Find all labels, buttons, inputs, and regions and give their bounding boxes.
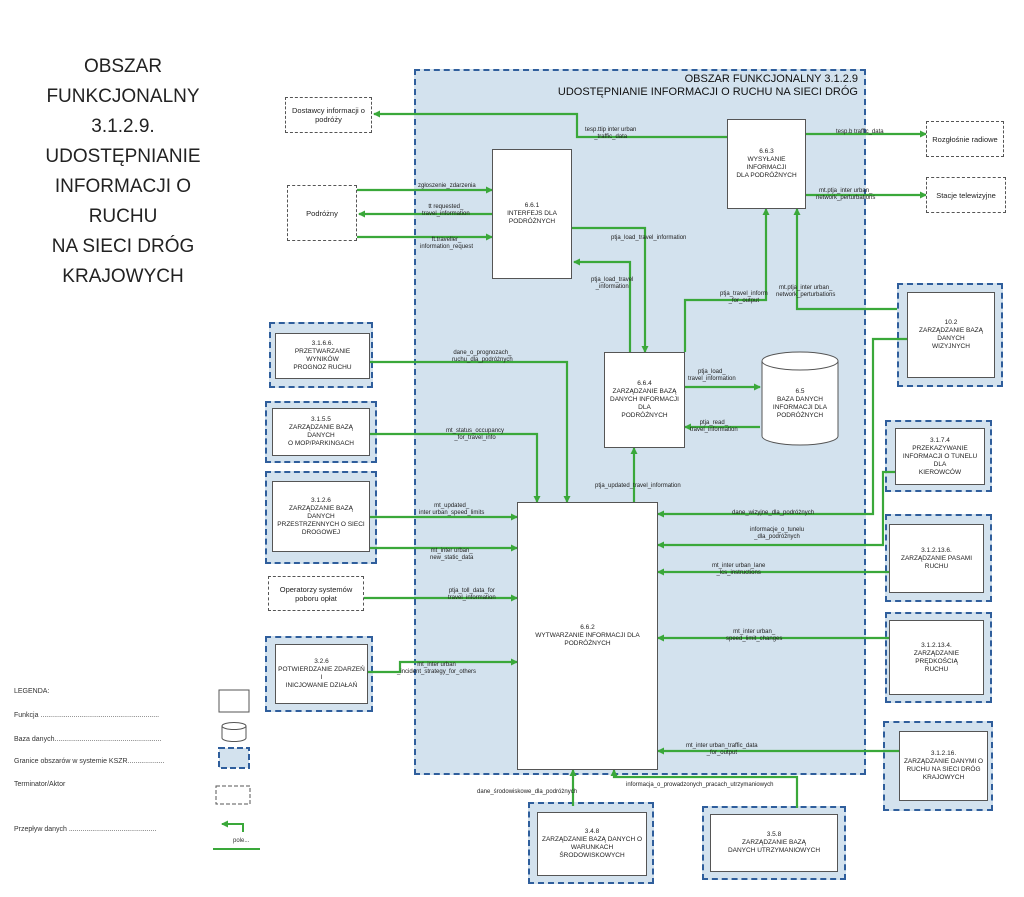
flow-label-ft-traveller: ft.traveller_ information_request	[420, 237, 474, 250]
ext-function-358[interactable]: 3.5.8 ZARZĄDZANIE BAZĄ DANYCH UTRZYMANIO…	[710, 814, 838, 872]
ext-function-3166[interactable]: 3.1.6.6. PRZETWARZANIE WYNIKÓW PROGNOZ R…	[275, 333, 370, 379]
flow-label-tunelu: informacje_o_tunelu _dla_podróżnych	[750, 527, 805, 540]
ext-function-31234[interactable]: 3.1.2.13.4. ZARZĄDZANIE PRĘDKOŚCIĄ RUCHU	[889, 620, 984, 695]
legend-baza: Baza danych.............................…	[14, 736, 162, 743]
flow-label-load-travel-2: ptja_load_travel _information	[591, 277, 634, 290]
flow-label-read-db: ptja_read_ travel_information	[690, 420, 738, 433]
flow-label-static-data: mt_inter urban_ new_static_data	[430, 548, 474, 561]
ext-function-31216[interactable]: 3.1.2.16. ZARZĄDZANIE DANYMI O RUCHU NA …	[899, 731, 988, 801]
flow-label-incident: mt_inter urban _incident_strategy_for_ot…	[397, 662, 477, 675]
terminator-rozglosnie[interactable]: Rozgłośnie radiowe	[926, 121, 1004, 157]
legend-przeplyw: Przepływ danych ........................…	[14, 826, 157, 833]
legend-funkcja: Funkcja ................................…	[14, 712, 160, 719]
flow-label-network-pert-tv: mt.ptja_inter urban_ network_perturbatio…	[816, 188, 876, 201]
flow-label-prognozach: dane_o_prognozach_ ruchu_dla_podróżnych	[452, 350, 513, 363]
flow-label-tt-requested: tt requested_ travel_information	[422, 204, 470, 217]
terminator-podrozny[interactable]: Podróżny	[287, 185, 357, 241]
flow-label-traffic-output: mt_inter urban_traffic_data _for_output	[686, 743, 758, 756]
database-cylinder-shape	[761, 351, 839, 446]
flow-label-toll-data: ptja_toll_data_for travel_information	[448, 588, 496, 601]
flow-label-tesp-inter-urban: tesp.ttip inter urban _traffic_data	[585, 127, 637, 140]
flow-label-updated-travel: ptja_updated_travel_information	[595, 483, 681, 489]
ext-function-102[interactable]: 10.2 ZARZĄDZANIE BAZĄ DANYCH WIZYJNYCH	[907, 292, 995, 378]
flow-label-tesp-traffic: tesp.b traffic_data	[836, 129, 884, 135]
ext-function-3155[interactable]: 3.1.5.5 ZARZĄDZANIE BAZĄ DANYCH O MOP/PA…	[272, 408, 370, 456]
function-663[interactable]: 6.6.3 WYSYŁANIE INFORMACJI DLA PODRÓŻNYC…	[727, 119, 806, 209]
legend-flow-label: pole...	[233, 838, 250, 844]
database-65[interactable]: 6.5 BAZA DANYCH INFORMACJI DLA PODRÓŻNYC…	[772, 388, 828, 419]
terminator-stacje[interactable]: Stacje telewizyjne	[926, 177, 1006, 213]
ext-function-31236[interactable]: 3.1.2.13.6. ZARZĄDZANIE PASAMI RUCHU	[889, 524, 984, 593]
flow-label-status-occupancy: mt_status_occupancy _for_travel_info	[446, 428, 505, 441]
flow-label-network-pert-2: mt.ptja_inter urban_ network_perturbatio…	[776, 285, 836, 298]
terminator-operatorzy[interactable]: Operatorzy systemów poboru opłat	[268, 576, 364, 611]
flow-label-srodowiskowe: dane_środowiskowe_dla_podróżnych	[477, 789, 578, 795]
main-area-title-line1: OBSZAR FUNKCJONALNY 3.1.2.9	[684, 73, 858, 85]
legend-granice: Granice obszarów w systemie KSZR........…	[14, 758, 165, 765]
flow-label-utrzymaniowe: informacja_o_prowadzonych_pracach_utrzym…	[626, 782, 774, 788]
page-title: OBSZAR FUNKCJONALNY 3.1.2.9. UDOSTĘPNIAN…	[45, 56, 201, 287]
function-661[interactable]: 6.6.1 INTERFEJS DLA PODRÓŻNYCH	[492, 149, 572, 279]
flow-label-speed-changes: mt_inter urban_ speed_limit_changes	[726, 629, 783, 642]
main-area-title-line2: UDOSTĘPNIANIE INFORMACJI O RUCHU NA SIEC…	[557, 86, 858, 98]
ext-function-326[interactable]: 3.2.6 POTWIERDZANIE ZDARZEŃ I INICJOWANI…	[275, 644, 368, 704]
flow-label-wizyjne: dane_wizyjne_dla_podróżnych	[732, 510, 815, 516]
legend-title: LEGENDA:	[14, 688, 50, 695]
function-664[interactable]: 6.6.4 ZARZĄDZANIE BAZĄ DANYCH INFORMACJI…	[604, 352, 685, 448]
flow-label-load-db: ptja_load_ travel_information	[688, 369, 736, 382]
main-area-title: OBSZAR FUNKCJONALNY 3.1.2.9 UDOSTĘPNIANI…	[558, 73, 858, 99]
ext-function-3126[interactable]: 3.1.2.6 ZARZĄDZANIE BAZĄ DANYCH PRZESTRZ…	[272, 481, 370, 552]
ext-function-3174[interactable]: 3.1.7.4 PRZEKAZYWANIE INFORMACJI O TUNEL…	[895, 428, 985, 485]
flow-label-lane: mt_inter urban_lane _lcs_instructions	[712, 563, 766, 576]
flow-label-zgloszenie: zgłoszenie_zdarzenia	[418, 183, 476, 189]
flow-label-speed-limits: mt_updated_ inter urban_speed_limits	[419, 503, 485, 516]
terminator-dostawcy[interactable]: Dostawcy informacji o podróży	[285, 97, 372, 133]
flow-label-travel-for-output: ptja_travel_inform _for_output	[720, 291, 768, 304]
ext-function-348[interactable]: 3.4.8 ZARZĄDZANIE BAZĄ DANYCH O WARUNKAC…	[537, 812, 647, 876]
function-662[interactable]: 6.6.2 WYTWARZANIE INFORMACJI DLA PODRÓŻN…	[517, 502, 658, 770]
legend-terminator: Terminator/Aktor	[14, 781, 66, 788]
flow-label-load-travel-1: ptja_load_travel_information	[611, 235, 687, 241]
